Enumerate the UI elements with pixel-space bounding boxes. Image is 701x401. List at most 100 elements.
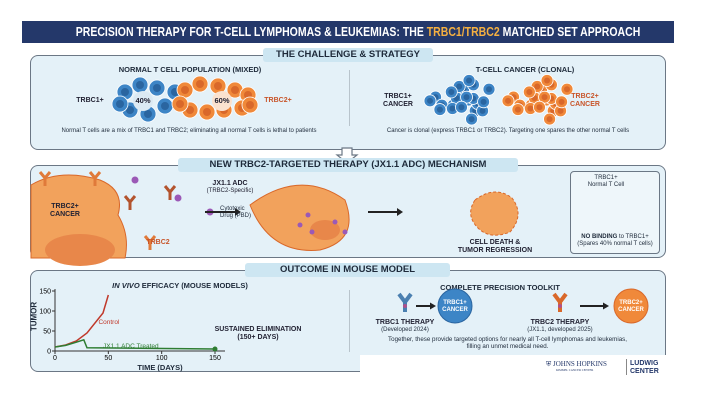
cell-nucleus [557,107,564,114]
drug-label: Cytotoxic Drug (PBD) [220,206,252,219]
arrowhead [430,302,436,310]
ludwig-logo: LUDWIG CENTER [630,360,659,375]
series-label: Control [98,319,120,326]
cell-nucleus [527,105,534,112]
cell-nucleus [544,77,551,84]
series-label: JX1.1 ADC Treated [103,343,159,350]
chart-annotation: SUSTAINED ELIMINATION (150+ DAYS) [214,326,302,341]
x-tick-label: 150 [209,355,221,362]
cell-nucleus [196,80,204,88]
cancer-heading: T-CELL CANCER (CLONAL) [475,65,575,74]
toolkit-summary: Together, these provide targeted options… [388,336,627,350]
no-binding-bold: NO BINDING [581,234,618,240]
panel-notch [360,355,668,374]
x-axis-label: TIME (DAYS) [137,363,183,372]
chart-title-italic: IN VIVO [112,281,140,290]
series-line-jx1-1-adc-treated [54,338,216,350]
title-highlight: TRBC1/TRBC2 [426,25,500,39]
trbc2-receptor-label: TRBC2 [146,239,170,246]
drug-payload [174,194,182,202]
trbc2-percent: 60% [214,96,230,105]
payload-dot [403,304,407,308]
antibody-icon [552,292,568,312]
trbc2-therapy-sub: (JX1.1, developed 2025) [527,327,593,333]
jh-sub: KIMMEL CANCER CENTER [556,368,594,372]
trbc1-therapy-label: TRBC1 THERAPY [375,319,435,326]
x-tick-label: 0 [53,355,57,362]
cell-nucleus [181,86,189,94]
cell-nucleus [564,86,571,93]
cell-nucleus [486,86,493,93]
cell-nucleus [116,100,124,108]
trbc1-cancer-label: TRBC1+ CANCER [383,93,413,108]
cell-nucleus [126,106,134,114]
drug-payload [309,229,315,235]
cell-nucleus [214,82,222,90]
dying-cell [470,191,519,236]
trbc1-percent: 40% [135,96,151,105]
y-tick-label: 0 [47,349,51,356]
cell-nucleus [480,98,487,105]
trbc1-label: TRBC1+ [76,97,104,104]
jh-text: JOHNS HOPKINS [553,360,607,368]
toolkit-heading: COMPLETE PRECISION TOOLKIT [440,283,560,292]
drug-payload [332,219,338,225]
trbc1-cancer-badge: TRBC1+ CANCER [442,300,468,313]
title-inner: PRECISION THERAPY FOR T-CELL LYMPHOMAS &… [76,21,641,43]
cancer-cell [30,174,127,259]
no-binding-note: NO BINDING to TRBC1+(Spares 40% normal T… [572,234,658,248]
mechanism-title: NEW TRBC2-TARGETED THERAPY (JX1.1 ADC) M… [178,158,518,172]
outcome-title: OUTCOME IN MOUSE MODEL [245,263,450,277]
normal-caption: Normal T cells are a mix of TRBC1 and TR… [61,128,317,134]
cell-nucleus [541,94,548,101]
normal-heading: NORMAL T CELL POPULATION (MIXED) [118,65,262,74]
cell-nucleus [534,83,541,90]
cell-nucleus [161,102,169,110]
divider [349,290,350,352]
cell-nucleus [246,101,254,109]
arrowhead [603,302,609,310]
cell-nucleus [448,89,455,96]
pct-bubble [212,91,232,111]
adc-sub: (TRBC2-Specific) [206,188,254,194]
cancer-label: TRBC2+ CANCER [50,203,80,218]
logo-divider [626,359,627,375]
x-tick-label: 100 [156,355,168,362]
cell-nucleus [449,105,456,112]
cell-nucleus [458,104,465,111]
trbc1-cancer-cell [437,288,473,324]
cell-nucleus [136,81,144,89]
cell-nucleus [526,89,533,96]
page-title: PRECISION THERAPY FOR T-CELL LYMPHOMAS &… [22,21,674,43]
cell-nucleus [505,97,512,104]
cell-nucleus [463,94,470,101]
cell-nucleus [153,84,161,92]
cell-nucleus [310,220,340,240]
cell-nucleus [427,97,434,104]
antibody-icon [38,171,52,186]
antibody-icon [143,235,157,250]
adc-label: JX1.1 ADC(TRBC2-Specific) [195,180,265,195]
death-label: CELL DEATH & TUMOR REGRESSION [457,239,533,254]
drug-payload [342,229,348,235]
normal-cell-label: TRBC1+ Normal T Cell [587,175,625,188]
divider [349,70,350,126]
adc-name: JX1.1 ADC [212,180,248,187]
trbc2-label: TRBC2+ [264,97,292,104]
title-text-end: MATCHED SET APPROACH [499,25,641,39]
cell-nucleus [466,77,473,84]
drug-payload [131,176,139,184]
chart-title-rest: EFFICACY (MOUSE MODELS) [139,281,248,290]
cell-nucleus [121,88,129,96]
endpoint-marker [212,346,218,352]
drug-payload [305,212,311,218]
y-tick-label: 100 [39,309,51,316]
cell-nucleus [203,108,211,116]
drug-payload [297,222,303,228]
cancer-caption: Cancer is clonal (express TRBC1 or TRBC2… [386,128,630,134]
chart-title: IN VIVO EFFICACY (MOUSE MODELS) [80,281,280,290]
payload-dot [558,304,562,308]
